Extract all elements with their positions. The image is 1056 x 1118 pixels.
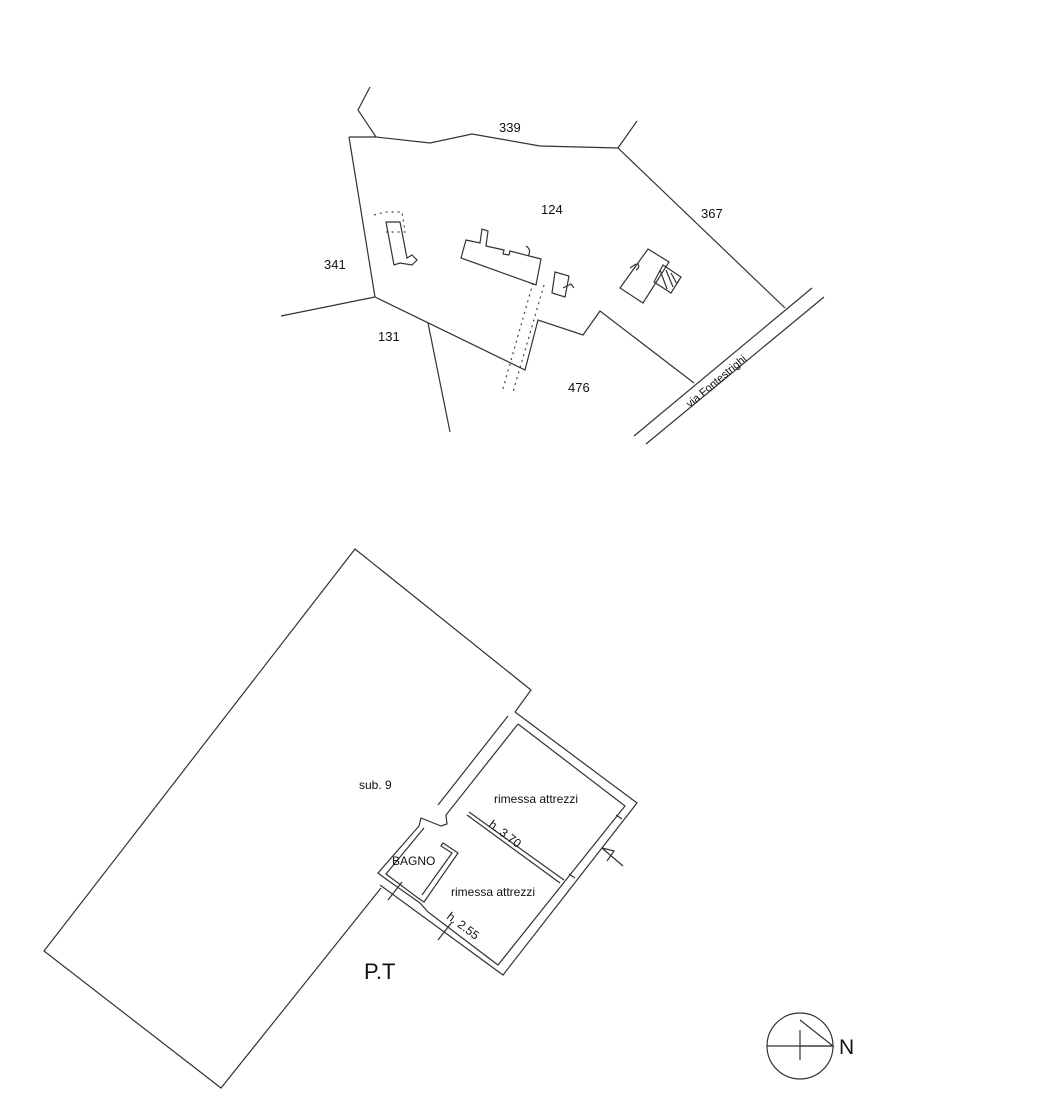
- bagno-wall: [385, 827, 459, 903]
- parcel-124-east-boundary: [617, 147, 786, 309]
- annex-inner-wall: [427, 723, 626, 966]
- boundary-tick-ne: [617, 120, 638, 149]
- floor-label: P.T: [364, 959, 395, 984]
- building-main: [460, 228, 542, 286]
- window-mark: [387, 881, 403, 901]
- building-west: [373, 211, 418, 266]
- annex-west-wall-inner: [437, 715, 509, 806]
- annex-west-wall: [377, 723, 519, 913]
- parcel-124-north-boundary: [349, 133, 619, 149]
- path-dotted: [501, 282, 534, 393]
- road-label: via Fontestrighi: [684, 353, 749, 410]
- room-height-label: h. 3.70: [486, 817, 524, 850]
- parcel-label: 131: [378, 329, 400, 344]
- boundary-tick-nw: [357, 86, 377, 138]
- door-mark: [525, 245, 531, 257]
- parcel-341-boundary: [280, 296, 376, 317]
- door-mark: [562, 283, 575, 289]
- partition-wall: [468, 811, 565, 881]
- road-edge: [645, 296, 825, 445]
- annex-outer-wall: [379, 711, 638, 976]
- entrance-arrow: [601, 847, 615, 862]
- parcel-124-west-boundary: [348, 136, 376, 298]
- floor-plan: sub. 9 rimessa attrezzi h. 3.70 BAGNO ri…: [43, 548, 638, 1089]
- path-dotted: [512, 284, 545, 393]
- entrance-arrow: [601, 847, 624, 867]
- parcel-label: 367: [701, 206, 723, 221]
- unit-outline: [43, 548, 532, 1089]
- partition-wall: [466, 814, 561, 884]
- parcel-label: 476: [568, 380, 590, 395]
- parcel-label: 341: [324, 257, 346, 272]
- north-label: N: [839, 1036, 854, 1059]
- site-map: 339 124 367 341 131 476 via Fontestrighi: [280, 86, 825, 445]
- room-label: BAGNO: [392, 854, 435, 868]
- parcel-131-boundary: [427, 322, 451, 433]
- building-small: [551, 271, 570, 298]
- door-jamb: [568, 873, 576, 879]
- unit-label: sub. 9: [359, 778, 392, 792]
- room-label: rimessa attrezzi: [494, 792, 578, 806]
- door-jamb: [615, 814, 623, 820]
- window-mark: [437, 921, 453, 941]
- parcel-label: 124: [541, 202, 563, 217]
- north-arrow-icon: N: [766, 1012, 854, 1080]
- parcel-124-south-boundary: [374, 296, 695, 384]
- parcel-label: 339: [499, 120, 521, 135]
- room-height-label: h. 2.55: [444, 909, 482, 942]
- building-east: [619, 248, 682, 304]
- road-edge: [633, 287, 813, 437]
- room-label: rimessa attrezzi: [451, 885, 535, 899]
